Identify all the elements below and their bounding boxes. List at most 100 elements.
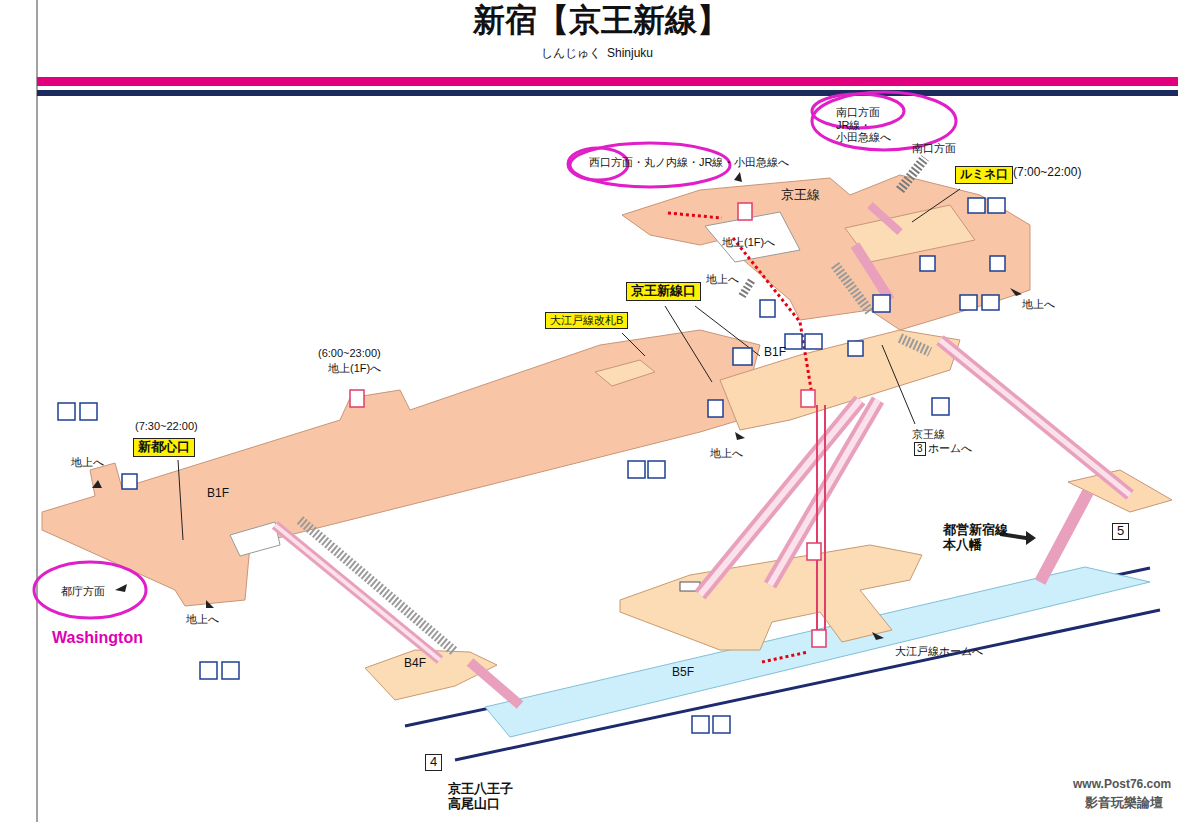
map-label: (7:00~22:00) <box>1013 166 1081 180</box>
icon <box>122 474 137 489</box>
route-line <box>762 652 808 662</box>
map-label: 影音玩樂論壇 <box>1085 796 1163 811</box>
escalator <box>275 525 440 660</box>
map-label: 地上へ <box>706 273 739 286</box>
page-title: 新宿【京王新線】 <box>0 2 1201 39</box>
direction-arrow <box>206 600 214 608</box>
map-label: 南口方面 <box>912 142 956 155</box>
annotation-ellipse <box>34 562 146 618</box>
icon <box>785 334 802 349</box>
header-bar <box>37 90 1178 96</box>
stairs <box>835 265 870 312</box>
icon <box>801 390 815 407</box>
leader-lines <box>178 189 960 540</box>
map-label: 地上へ <box>710 447 743 460</box>
map-label: B4F <box>404 657 426 671</box>
icon <box>708 400 723 417</box>
icon <box>80 403 97 420</box>
map-label: www.Post76.com <box>1073 778 1171 792</box>
leader-line <box>622 333 645 356</box>
escalators <box>275 158 1130 705</box>
map-label: 京王線 <box>781 188 820 203</box>
map-label: 地上(1F)へ <box>328 362 381 375</box>
map-label: 西口方面・丸ノ内線・JR線・小田急線へ <box>589 156 789 169</box>
box-text: 大江戸線改札B <box>550 314 623 327</box>
stairs <box>900 158 925 190</box>
page-border <box>37 0 38 822</box>
floor-opening <box>230 522 280 556</box>
escalator <box>275 525 440 660</box>
arrows <box>92 172 1036 640</box>
icon <box>932 398 949 415</box>
icon <box>222 662 239 679</box>
icon <box>200 662 217 679</box>
barrier-free-route <box>668 213 812 662</box>
map-label: Shinjuku <box>607 47 653 61</box>
direction-arrow <box>115 584 127 592</box>
icon <box>738 203 752 220</box>
platform-number: 5 <box>1112 523 1129 540</box>
leader-line <box>665 306 712 382</box>
map-label: 京王線 <box>912 428 945 441</box>
icon <box>920 256 935 271</box>
icon <box>968 198 985 213</box>
escalator <box>940 340 1130 495</box>
platform-number: 3 <box>914 442 926 456</box>
escalator <box>940 340 1130 495</box>
floor-area <box>42 330 760 606</box>
stairs <box>742 280 752 296</box>
gate-area <box>595 360 655 386</box>
header-bar <box>37 77 1178 86</box>
escalator <box>870 205 900 232</box>
escalator <box>470 662 520 705</box>
direction-arrow <box>92 480 102 488</box>
icon <box>960 295 977 310</box>
entrance-callout: 新都心口 <box>133 438 195 457</box>
icon <box>58 403 75 420</box>
box-text: 4 <box>430 755 437 770</box>
platform-number: 4 <box>425 754 442 771</box>
entrance-callout: 京王新線口 <box>626 282 701 301</box>
icon <box>812 630 826 647</box>
route-line <box>668 213 722 218</box>
icon <box>733 348 752 365</box>
icon <box>350 390 364 407</box>
icon <box>648 461 665 478</box>
map-label: 都営新宿線 本八幡 <box>943 523 1008 553</box>
map-label: 大江戸線ホームへ <box>895 645 983 658</box>
icon <box>628 461 645 478</box>
icon <box>982 295 999 310</box>
box-text: 5 <box>1117 524 1124 539</box>
gate-callout: 大江戸線改札B <box>545 312 628 329</box>
leader-line <box>178 460 183 540</box>
map-label: しんじゅく <box>541 47 601 61</box>
map-label: 京王八王子 高尾山口 <box>448 782 513 812</box>
map-label: 南口方面 JR線・小田急線へ <box>836 106 891 144</box>
floor-area <box>622 175 1030 330</box>
map-label: 地上へ <box>186 613 219 626</box>
map-label: Washington <box>52 629 143 647</box>
elevator-shaft <box>816 405 818 640</box>
leader-line <box>912 189 960 222</box>
map-label: 地上へ <box>1022 298 1055 311</box>
map-label: 地上へ <box>71 456 104 469</box>
map-label: 都庁方面 <box>61 585 105 598</box>
direction-arrow <box>872 632 884 640</box>
stairs <box>900 338 930 352</box>
icon <box>805 334 822 349</box>
map-label: 地上(1F)へ <box>722 236 775 249</box>
map-label: B1F <box>764 346 786 360</box>
facility-icons <box>58 198 1005 733</box>
direction-arrow <box>1010 288 1022 296</box>
route-line <box>733 238 812 395</box>
annotation-marks <box>34 92 956 618</box>
leader-line <box>882 345 915 424</box>
annotation-ellipse <box>812 92 956 150</box>
box-text: ルミネ口 <box>960 168 1008 182</box>
icon <box>988 198 1005 213</box>
escalator <box>1040 492 1088 582</box>
